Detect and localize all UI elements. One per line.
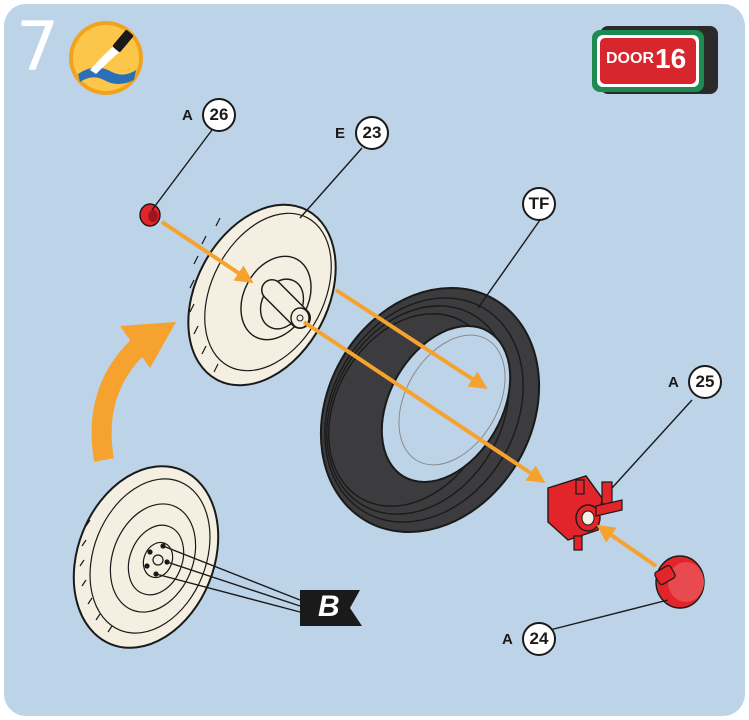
callout-tf: TF <box>522 187 556 221</box>
door-badge-label: DOOR <box>606 50 654 68</box>
callout-a26-letter: A <box>182 107 193 124</box>
step-number: 7 <box>16 14 59 82</box>
callout-a26-number: 26 <box>202 98 236 132</box>
flag-b-label: B <box>318 592 340 622</box>
door-badge-number: 16 <box>655 43 686 75</box>
callout-a24-letter: A <box>502 631 513 648</box>
callout-a25-number: 25 <box>688 365 722 399</box>
callout-e23-number: 23 <box>355 116 389 150</box>
paintbrush-icon <box>69 21 143 95</box>
callout-e23-letter: E <box>335 125 345 142</box>
callout-a24-number: 24 <box>522 622 556 656</box>
callout-a25-letter: A <box>668 374 679 391</box>
part-a26 <box>140 204 160 226</box>
